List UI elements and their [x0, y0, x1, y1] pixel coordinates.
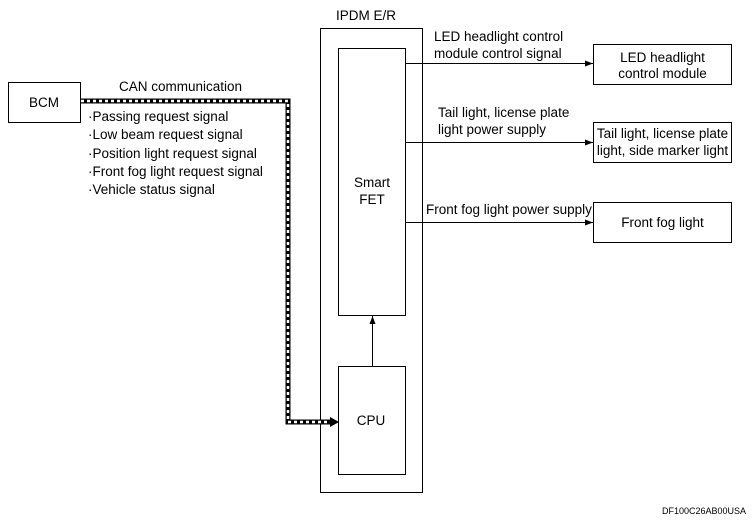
tail-light-power-label-line1: Tail light, license plate: [438, 105, 569, 120]
front-fog-light-label: Front fog light: [621, 215, 704, 230]
smart-fet-label-line2: FET: [359, 192, 385, 207]
can-communication-group: CAN communication ·Passing request signa…: [81, 79, 339, 427]
figure-id: DF100C26AB00USA: [662, 506, 746, 516]
smart-fet-box: [338, 48, 406, 316]
can-signal-item: ·Front fog light request signal: [88, 164, 263, 179]
can-signal-item: ·Passing request signal: [88, 109, 228, 124]
front-fog-power-label: Front fog light power supply: [426, 202, 592, 217]
cpu-box: [338, 366, 406, 475]
can-signal-item: ·Low beam request signal: [88, 127, 243, 142]
output-led-headlight: LED headlight control module control sig…: [405, 29, 732, 85]
bcm-label: BCM: [29, 95, 59, 110]
front-fog-light-box: [593, 202, 732, 243]
led-headlight-module-label-line2: control module: [618, 66, 707, 81]
cpu-label: CPU: [357, 413, 386, 428]
tail-light-box-label-line1: Tail light, license plate: [597, 126, 728, 141]
led-headlight-module-label-line1: LED headlight: [620, 50, 705, 65]
led-headlight-module-box: [593, 44, 732, 85]
smart-fet-label-line1: Smart: [354, 175, 390, 190]
led-control-signal-label-line2: module control signal: [434, 46, 562, 61]
output-front-fog-light: Front fog light power supply Front fog l…: [405, 202, 732, 243]
tail-light-box: [593, 122, 732, 163]
tail-light-power-label-line2: light power supply: [438, 122, 546, 137]
can-arrowhead: [330, 417, 339, 427]
tail-light-box-label-line2: light, side marker light: [597, 143, 729, 158]
led-control-signal-label-line1: LED headlight control: [434, 29, 563, 44]
can-signal-item: ·Vehicle status signal: [88, 182, 215, 197]
can-communication-line-pattern: [81, 99, 331, 424]
ipdm-title-label: IPDM E/R: [336, 8, 396, 23]
bcm-box: [8, 82, 81, 123]
output-tail-light: Tail light, license plate light power su…: [405, 105, 732, 163]
can-signal-item: ·Position light request signal: [88, 146, 257, 161]
ipdm-er-block: IPDM E/R Smart FET CPU: [320, 8, 423, 493]
can-communication-label: CAN communication: [119, 79, 242, 94]
bcm-block: BCM: [8, 82, 81, 123]
